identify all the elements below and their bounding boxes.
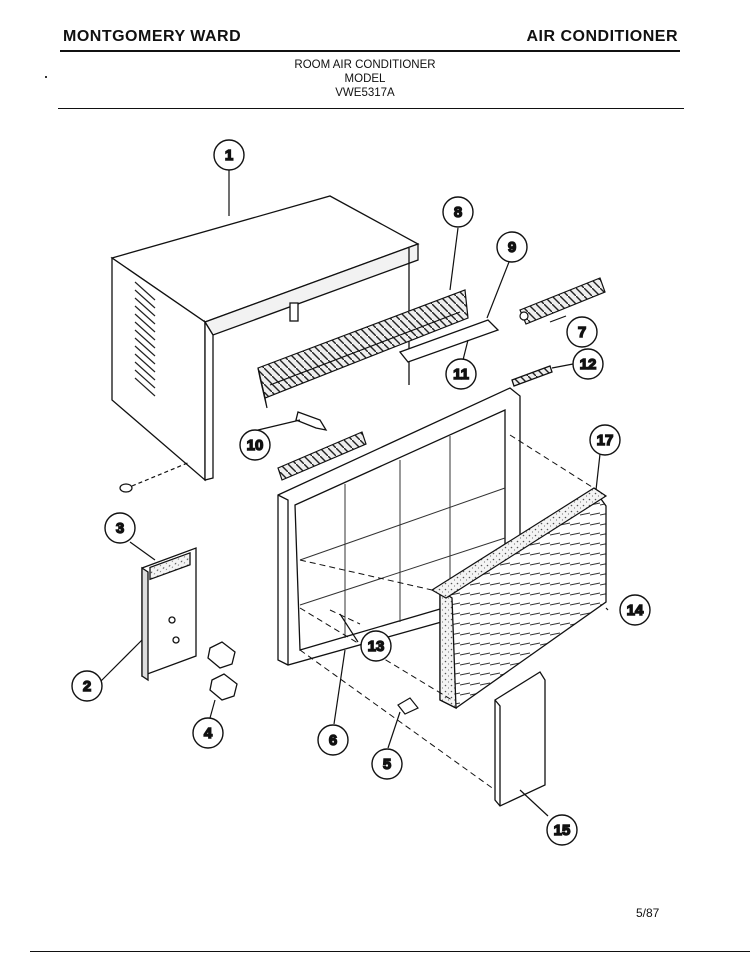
svg-text:13: 13 — [368, 638, 385, 655]
model-block: ROOM AIR CONDITIONER MODEL VWE5317A — [0, 58, 730, 100]
svg-text:9: 9 — [508, 239, 516, 256]
knobs — [207, 641, 238, 701]
callout-10: 10 — [239, 429, 271, 461]
svg-text:6: 6 — [329, 732, 337, 749]
callout-3: 3 — [104, 512, 136, 544]
callout-13: 13 — [360, 630, 392, 662]
callout-15: 15 — [546, 814, 578, 846]
callout-2: 2 — [71, 670, 103, 702]
louver-assembly — [257, 289, 469, 409]
svg-text:12: 12 — [580, 356, 597, 373]
foam-strip — [430, 487, 608, 599]
model-line-3: VWE5317A — [335, 87, 395, 99]
louver-rod-left — [295, 411, 328, 431]
cabinet-screw — [119, 461, 191, 493]
rod-12 — [511, 365, 553, 387]
svg-text:4: 4 — [204, 725, 213, 742]
model-line-2: MODEL — [344, 73, 386, 85]
top-vent — [277, 431, 367, 481]
louver-rod-right — [398, 319, 500, 363]
cabinet — [110, 195, 420, 482]
svg-text:7: 7 — [578, 324, 586, 341]
side-panel — [494, 671, 546, 807]
svg-text:11: 11 — [453, 366, 469, 383]
svg-text:17: 17 — [597, 432, 614, 449]
callout-14: 14 — [619, 594, 651, 626]
model-rule — [58, 108, 684, 109]
callout-1: 1 — [213, 139, 245, 171]
speck — [45, 76, 47, 78]
footer-rule — [30, 951, 750, 952]
callout-17: 17 — [589, 424, 621, 456]
svg-text:15: 15 — [554, 822, 571, 839]
header-rule — [60, 50, 680, 52]
svg-text:5: 5 — [383, 756, 391, 773]
svg-text:8: 8 — [454, 204, 462, 221]
svg-text:14: 14 — [627, 602, 644, 619]
svg-text:2: 2 — [83, 678, 91, 695]
cabinet-vents — [134, 281, 156, 397]
category-title: AIR CONDITIONER — [526, 28, 678, 45]
revision-date: 5/87 — [636, 906, 660, 920]
callout-8: 8 — [442, 196, 474, 228]
control-panel — [141, 547, 197, 682]
callout-11: 11 — [445, 358, 477, 390]
svg-text:1: 1 — [225, 147, 233, 164]
clip — [397, 697, 419, 715]
svg-text:10: 10 — [247, 437, 264, 454]
callout-9: 9 — [496, 231, 528, 263]
svg-text:3: 3 — [116, 520, 124, 537]
vent-cover — [519, 277, 606, 325]
callout-5: 5 — [371, 748, 403, 780]
model-line-1: ROOM AIR CONDITIONER — [294, 59, 436, 71]
callout-4: 4 — [192, 717, 224, 749]
brand-title: MONTGOMERY WARD — [63, 28, 242, 45]
callout-12: 12 — [572, 348, 604, 380]
callout-7: 7 — [566, 316, 598, 348]
callout-6: 6 — [317, 724, 349, 756]
callouts: 1 8 9 7 11 12 10 17 3 14 13 2 4 6 5 15 — [71, 139, 651, 846]
leader-lines — [99, 170, 609, 817]
